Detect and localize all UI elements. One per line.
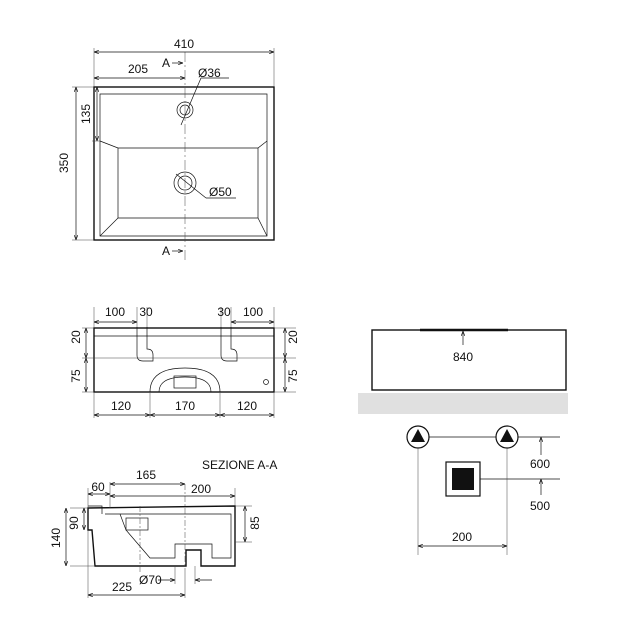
- dim-140: 140: [49, 528, 63, 548]
- section-mark-bottom: A: [162, 244, 170, 258]
- wall-section: [358, 393, 568, 414]
- dim-100-left: 100: [105, 305, 125, 319]
- section-deck: [88, 505, 103, 514]
- fixing-slot-left: [136, 327, 154, 362]
- dim-tap-hole: Ø36: [198, 66, 221, 80]
- dim-20-right: 20: [286, 330, 300, 344]
- waste-box-icon: [445, 461, 481, 497]
- drain-outlet: [173, 375, 197, 389]
- basin-outline-top: [93, 86, 275, 241]
- basin-rim-top: [99, 93, 268, 237]
- basin-outline-front: [93, 327, 275, 393]
- dim-170: 170: [175, 399, 195, 413]
- drain-arch-outer: [149, 367, 221, 393]
- supply-spacing: 200: [452, 530, 472, 544]
- dim-drain: Ø50: [209, 185, 232, 199]
- bowl-inner-top: [117, 148, 259, 219]
- dim-350: 350: [57, 153, 71, 173]
- dim-200: 200: [191, 482, 211, 496]
- dim-30-left: 30: [139, 305, 153, 319]
- front-view: 100 30 30 100 20 75 20 75 120 170 120: [69, 305, 300, 418]
- dim-100-right: 100: [243, 305, 263, 319]
- dim-85: 85: [248, 516, 262, 530]
- dim-75-left: 75: [69, 369, 83, 383]
- dim-75-right: 75: [286, 369, 300, 383]
- overflow-hole: [263, 379, 269, 385]
- dim-30-right: 30: [217, 305, 231, 319]
- dim-90: 90: [67, 516, 81, 530]
- leader-drain: [175, 173, 207, 199]
- supply-height: 600: [530, 457, 550, 471]
- cold-supply-icon: [495, 425, 519, 449]
- counter-height: 840: [453, 350, 473, 364]
- installation-view: 840 600 500 200: [358, 328, 568, 555]
- bowl-corner-lines: [99, 217, 268, 237]
- drain-hole: [173, 171, 197, 195]
- dim-60: 60: [91, 480, 105, 494]
- tap-body: [125, 517, 149, 531]
- dim-410: 410: [174, 37, 194, 51]
- top-view: 410 205 Ø36 Ø50 135 350 A A: [57, 37, 275, 262]
- dim-135: 135: [79, 104, 93, 124]
- section-profile: [87, 505, 236, 567]
- leader-tap: [180, 77, 202, 126]
- drain-hole-inner: [177, 175, 193, 191]
- dim-165: 165: [136, 468, 156, 482]
- waste-height: 500: [530, 499, 550, 513]
- drain-arch-inner: [158, 376, 212, 393]
- section-view: SEZIONE A-A 60 165 200 90 140 85: [49, 458, 277, 598]
- dim-20-left: 20: [69, 330, 83, 344]
- hot-supply-icon: [406, 425, 430, 449]
- basin-elevation: [371, 329, 567, 391]
- dim-drain-70: Ø70: [139, 573, 162, 587]
- bowl-edge-top: [99, 140, 268, 149]
- dim-225: 225: [112, 580, 132, 594]
- dim-205: 205: [128, 62, 148, 76]
- dim-120-right: 120: [237, 399, 257, 413]
- section-title: SEZIONE A-A: [202, 458, 277, 472]
- section-inner: [105, 513, 232, 559]
- dim-120-left: 120: [111, 399, 131, 413]
- fixing-slot-right: [220, 327, 238, 362]
- section-mark-top: A: [162, 56, 170, 70]
